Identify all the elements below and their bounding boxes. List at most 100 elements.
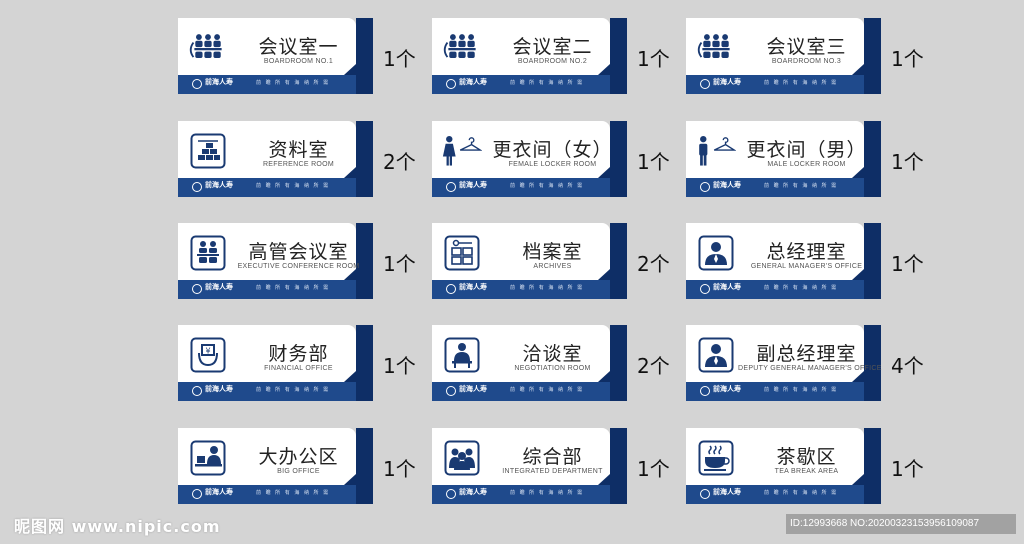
sign-side-bar xyxy=(610,121,627,197)
brand-logo-icon xyxy=(192,182,202,192)
sign-title: 档案室 xyxy=(522,241,583,263)
brand-slogan: 前 瞻 所 有 海 纳 所 需 xyxy=(510,285,584,291)
sign-subtitle: FEMALE LOCKER ROOM xyxy=(508,161,597,168)
brand-logo-icon xyxy=(192,489,202,499)
sign-side-bar xyxy=(356,325,373,401)
sign-title: 会议室三 xyxy=(766,36,847,58)
brand-logo-text: 前海人寿 xyxy=(205,180,233,189)
manager-icon xyxy=(696,337,736,373)
female-locker-icon xyxy=(442,133,482,169)
sign-title: 总经理室 xyxy=(766,241,847,263)
sign-footer xyxy=(432,485,610,504)
sign-side-bar xyxy=(864,428,881,504)
sign-footer xyxy=(686,280,864,299)
brand-slogan: 前 瞻 所 有 海 纳 所 需 xyxy=(256,183,330,189)
sign-corner-notch xyxy=(344,474,356,485)
image-id-watermark: ID:12993668 NO:20200323153956109087 xyxy=(786,514,1016,534)
brand-logo-text: 前海人寿 xyxy=(713,282,741,291)
sign-footer xyxy=(686,178,864,197)
sign-quantity: 4个 xyxy=(891,354,924,378)
brand-slogan: 前 瞻 所 有 海 纳 所 需 xyxy=(256,80,330,86)
meeting-room-icon xyxy=(696,30,736,66)
sign-side-bar xyxy=(356,121,373,197)
sign-subtitle: BOARDROOM NO.1 xyxy=(263,58,334,65)
sign-side-bar xyxy=(864,325,881,401)
executive-conference-icon xyxy=(188,235,228,271)
sign-footer xyxy=(432,75,610,94)
sign-corner-notch xyxy=(852,371,864,382)
tea-cup-icon xyxy=(696,440,736,476)
sign-footer xyxy=(178,75,356,94)
brand-logo-icon xyxy=(192,284,202,294)
brand-slogan: 前 瞻 所 有 海 纳 所 需 xyxy=(764,183,838,189)
svg-text:¥: ¥ xyxy=(205,347,210,356)
reference-room-icon xyxy=(188,133,228,169)
sign-subtitle: EXECUTIVE CONFERENCE ROOM xyxy=(237,263,360,270)
brand-slogan: 前 瞻 所 有 海 纳 所 需 xyxy=(510,490,584,496)
sign-corner-notch xyxy=(598,167,610,178)
brand-logo-icon xyxy=(446,182,456,192)
brand-logo-text: 前海人寿 xyxy=(205,384,233,393)
sign-corner-notch xyxy=(852,474,864,485)
brand-slogan: 前 瞻 所 有 海 纳 所 需 xyxy=(764,490,838,496)
brand-slogan: 前 瞻 所 有 海 纳 所 需 xyxy=(256,490,330,496)
sign-quantity: 1个 xyxy=(383,354,416,378)
sign-footer xyxy=(686,75,864,94)
brand-logo-text: 前海人寿 xyxy=(713,487,741,496)
brand-logo-icon xyxy=(446,284,456,294)
sign-quantity: 1个 xyxy=(383,457,416,481)
sign-title: 更衣间（男） xyxy=(746,139,867,161)
sign-subtitle: REFERENCE ROOM xyxy=(262,161,335,168)
sign-subtitle: BIG OFFICE xyxy=(277,468,320,475)
meeting-room-icon xyxy=(188,30,228,66)
sign-title: 大办公区 xyxy=(258,446,339,468)
sign-subtitle: BOARDROOM NO.3 xyxy=(771,58,842,65)
sign-quantity: 1个 xyxy=(383,252,416,276)
sign-corner-notch xyxy=(598,64,610,75)
sign-subtitle: BOARDROOM NO.2 xyxy=(517,58,588,65)
sign-corner-notch xyxy=(852,269,864,280)
sign-quantity: 1个 xyxy=(637,150,670,174)
sign-title: 茶歇区 xyxy=(776,446,837,468)
sign-corner-notch xyxy=(344,64,356,75)
sign-quantity: 1个 xyxy=(891,47,924,71)
sign-subtitle: MALE LOCKER ROOM xyxy=(767,161,846,168)
sign-side-bar xyxy=(356,18,373,94)
sign-footer xyxy=(432,280,610,299)
brand-logo-icon xyxy=(700,182,710,192)
sign-side-bar xyxy=(610,18,627,94)
sign-footer xyxy=(178,382,356,401)
brand-logo-text: 前海人寿 xyxy=(713,384,741,393)
sign-title: 更衣间（女） xyxy=(492,139,613,161)
brand-slogan: 前 瞻 所 有 海 纳 所 需 xyxy=(256,285,330,291)
brand-slogan: 前 瞻 所 有 海 纳 所 需 xyxy=(764,387,838,393)
sign-corner-notch xyxy=(344,269,356,280)
brand-logo-icon xyxy=(700,386,710,396)
sign-subtitle: FINANCIAL OFFICE xyxy=(264,365,333,372)
brand-slogan: 前 瞻 所 有 海 纳 所 需 xyxy=(510,80,584,86)
sign-title: 副总经理室 xyxy=(756,343,857,365)
brand-slogan: 前 瞻 所 有 海 纳 所 需 xyxy=(510,387,584,393)
sign-title: 洽谈室 xyxy=(522,343,583,365)
sign-subtitle: NEGOTIATION ROOM xyxy=(514,365,591,372)
brand-logo-text: 前海人寿 xyxy=(459,384,487,393)
brand-logo-text: 前海人寿 xyxy=(713,77,741,86)
sign-quantity: 2个 xyxy=(637,252,670,276)
brand-slogan: 前 瞻 所 有 海 纳 所 需 xyxy=(764,80,838,86)
brand-logo-text: 前海人寿 xyxy=(205,77,233,86)
sign-quantity: 1个 xyxy=(383,47,416,71)
department-icon xyxy=(442,440,482,476)
brand-logo-text: 前海人寿 xyxy=(459,282,487,291)
sign-side-bar xyxy=(356,428,373,504)
sign-title: 会议室二 xyxy=(512,36,593,58)
sign-footer xyxy=(178,485,356,504)
sign-footer xyxy=(432,178,610,197)
male-locker-icon xyxy=(696,133,736,169)
